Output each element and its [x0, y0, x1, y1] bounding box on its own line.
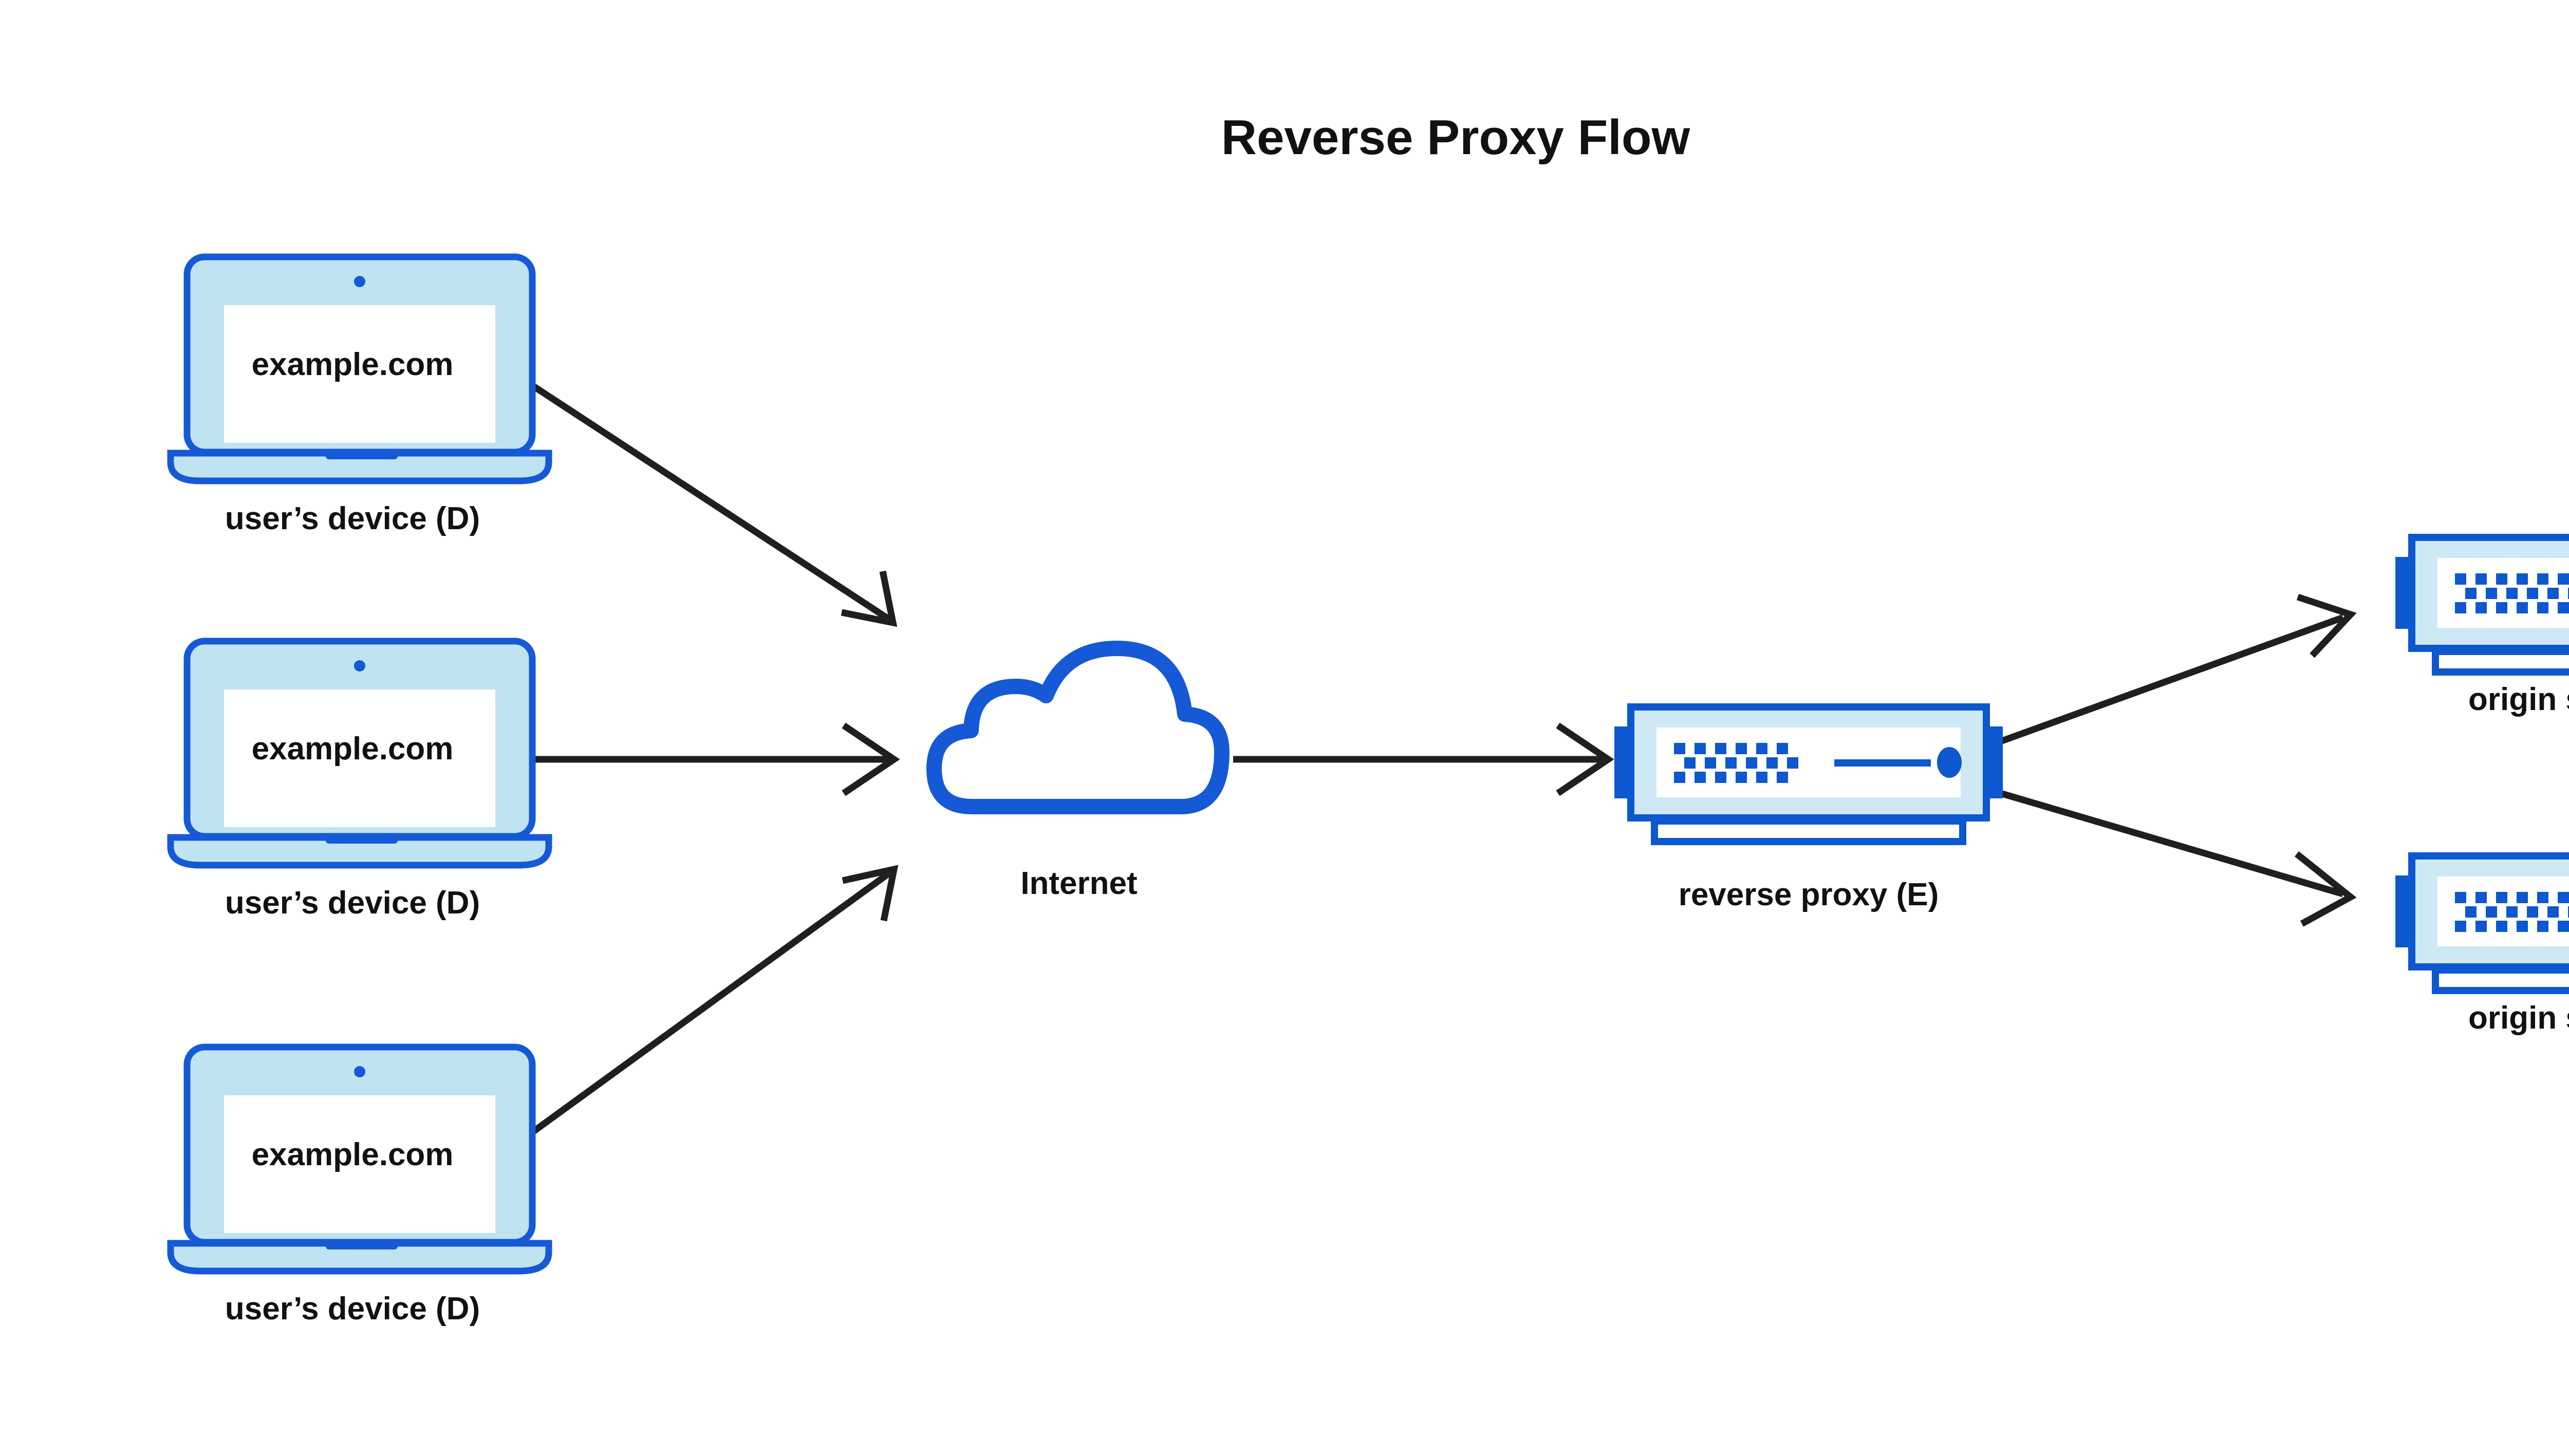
laptop-screen-url: example.com [252, 731, 454, 767]
laptop-screen-url: example.com [252, 1137, 454, 1172]
node-label-origin-bottom: origin server (F) [2468, 1000, 2569, 1036]
laptop-screen-url: example.com [252, 347, 454, 382]
node-internet[interactable]: Internet [934, 648, 1222, 901]
edge-client-top-to-internet [514, 372, 898, 627]
node-reverse-proxy[interactable]: reverse proxy (E) [1614, 707, 2003, 912]
edge-internet-to-reverse-proxy [1233, 722, 1614, 796]
node-label-origin-top: origin server (F) [2468, 682, 2569, 717]
server-icon [2395, 537, 2569, 672]
node-label-client-top: user’s device (D) [225, 501, 480, 536]
node-label-client-bottom: user’s device (D) [225, 1291, 480, 1327]
server-icon [2395, 856, 2569, 991]
node-origin-top[interactable]: origin server (F) [2395, 537, 2569, 717]
node-label-internet: Internet [1020, 866, 1137, 901]
node-client-bottom[interactable]: example.com user’s device (D) [171, 1047, 549, 1327]
node-origin-bottom[interactable]: origin server (F) [2395, 856, 2569, 1036]
node-label-reverse-proxy: reverse proxy (E) [1679, 877, 1939, 912]
node-client-top[interactable]: example.com user’s device (D) [171, 257, 549, 536]
page-title: Reverse Proxy Flow [1221, 110, 1690, 165]
edge-reverse-proxy-to-origin-bottom [1993, 788, 2357, 927]
edge-reverse-proxy-to-origin-top [1992, 593, 2357, 748]
node-client-middle[interactable]: example.com user’s device (D) [171, 641, 549, 921]
server-icon [1614, 707, 2003, 842]
edge-client-middle-to-internet [506, 722, 900, 796]
edge-client-bottom-to-internet [512, 865, 899, 1149]
node-label-client-middle: user’s device (D) [225, 885, 480, 921]
edge-layer [506, 372, 2357, 1149]
